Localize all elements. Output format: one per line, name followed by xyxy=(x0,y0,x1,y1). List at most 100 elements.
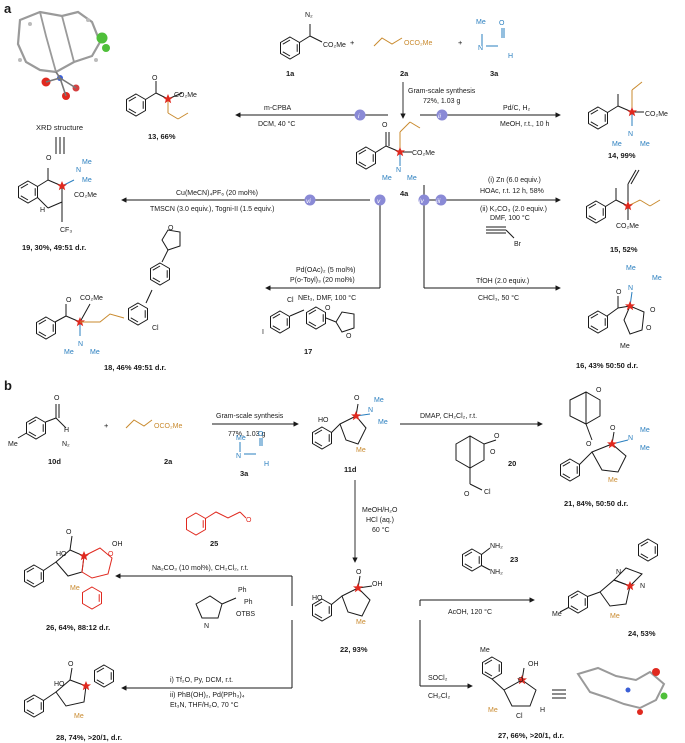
atom-cl-20: Cl xyxy=(484,489,491,496)
atom-o-13: O xyxy=(152,75,158,82)
atom-n-19: N xyxy=(76,167,81,174)
compound-15-label: 15, 52% xyxy=(610,245,638,254)
atom-oh-27: OH xyxy=(528,661,539,668)
compound-25-label: 25 xyxy=(210,539,218,548)
hydrolysis-line1: MeOH/H₂O xyxy=(362,507,398,514)
atom-o-16-carbonyl: O xyxy=(650,307,656,314)
catalyst-ph2: Ph xyxy=(244,599,253,606)
atom-me-18-2: Me xyxy=(90,349,100,356)
atom-me-24: Me xyxy=(552,611,562,618)
atom-o-20: O xyxy=(494,433,500,440)
atom-oh-22: OH xyxy=(372,581,383,588)
atom-o-18: O xyxy=(66,297,72,304)
atom-n-21: N xyxy=(628,435,633,442)
atom-me-4a-2: Me xyxy=(407,175,417,182)
atom-co2me-1a: CO₂Me xyxy=(323,42,346,49)
compound-23 xyxy=(462,547,491,572)
route-i-badge xyxy=(354,109,366,121)
route-v-badge xyxy=(374,194,386,206)
atom-o-16: O xyxy=(616,289,622,296)
compound-14 xyxy=(588,81,644,130)
compound-24-label: 24, 53% xyxy=(628,629,656,638)
atom-h-10d: H xyxy=(64,427,69,434)
atom-me-24-ring: Me xyxy=(610,613,620,620)
atom-me-27: Me xyxy=(480,647,490,654)
atom-n-3a: N xyxy=(478,45,483,52)
atom-n-3a-b: N xyxy=(236,453,241,460)
atom-me-4a: Me xyxy=(382,175,392,182)
compound-26 xyxy=(24,535,113,610)
atom-me-19: Me xyxy=(82,159,92,166)
compound-18 xyxy=(36,229,181,340)
atom-o-18-ether: O xyxy=(168,225,174,232)
compound-20 xyxy=(455,435,497,491)
atom-n-16: N xyxy=(628,285,633,292)
atom-oco2me-2a-b: OCO₂Me xyxy=(154,423,182,430)
atom-o-21: O xyxy=(596,387,602,394)
atom-o-4a: O xyxy=(382,122,388,129)
compound-11d-label: 11d xyxy=(344,465,357,474)
atom-oh-26: OH xyxy=(112,541,123,548)
compound-13 xyxy=(126,81,189,120)
route-ii-tag: ii xyxy=(438,113,441,120)
atom-n-14: N xyxy=(628,131,633,138)
route-iii-line2: HOAc, r.t. 12 h, 58% xyxy=(480,188,544,195)
compound-18-label: 18, 46% 49:51 d.r. xyxy=(104,363,166,372)
route-iii-line3: (ii) K₂CO₃ (2.0 equiv.) xyxy=(480,206,547,213)
atom-ho-22: HO xyxy=(312,595,323,602)
compound-23-label: 23 xyxy=(510,555,518,564)
compound-15 xyxy=(586,169,661,224)
route-i-tag: i xyxy=(358,113,360,120)
atom-me-14: Me xyxy=(612,141,622,148)
atom-me-3a: Me xyxy=(476,19,486,26)
compound-10d xyxy=(17,404,67,440)
catalyst-ph1: Ph xyxy=(238,587,247,594)
atom-o-26: O xyxy=(66,529,72,536)
xrd-structure-27-image xyxy=(576,666,668,715)
atom-n-11d: N xyxy=(368,407,373,414)
compound-28-label: 28, 74%, >20/1, d.r. xyxy=(56,733,122,742)
atom-h-3a: H xyxy=(508,53,513,60)
xrd-label: XRD structure xyxy=(36,123,83,132)
hydrolysis-line3: 60 °C xyxy=(372,526,390,534)
route-v-line1: Pd(OAc)₂ (5 mol%) xyxy=(296,267,356,274)
atom-o-21-carbonyl: O xyxy=(610,425,616,432)
atom-o-28: O xyxy=(68,661,74,668)
compound-4a xyxy=(356,121,421,170)
compound-3a-b xyxy=(239,438,263,455)
atom-me-26: Me xyxy=(70,585,80,592)
compound-3a-label: 3a xyxy=(490,69,499,78)
plus-sign: + xyxy=(350,38,355,47)
compound-27 xyxy=(482,656,537,707)
atom-oco2me-2a: OCO₂Me xyxy=(404,40,432,47)
atom-co2me-18: CO₂Me xyxy=(80,295,103,302)
compound-17 xyxy=(270,306,355,334)
compound-19 xyxy=(18,168,75,222)
compound-14-label: 14, 99% xyxy=(608,151,636,160)
route-vi-cond: TMSCN (3.0 equiv.), Togni-II (1.5 equiv.… xyxy=(150,206,275,213)
panel-a-label: a xyxy=(4,1,12,16)
route-ii-reagent: Pd/C, H₂ xyxy=(503,105,531,112)
atom-n-24: N xyxy=(616,569,621,576)
atom-i-17: I xyxy=(262,329,264,336)
atom-nh2-23: NH₂ xyxy=(490,543,503,550)
atom-n-4a: N xyxy=(396,167,401,174)
atom-o-3a: O xyxy=(499,20,505,27)
compound-21 xyxy=(560,391,629,482)
atom-o-22: O xyxy=(356,569,362,576)
atom-ho-11d: HO xyxy=(318,417,329,424)
atom-h-27: H xyxy=(540,707,545,714)
route-iv-reagent: TfOH (2.0 equiv.) xyxy=(476,278,529,285)
chlor-line2: CH₂Cl₂ xyxy=(428,693,450,700)
compound-2a-b-label: 2a xyxy=(164,457,173,466)
atom-me-11d-2: Me xyxy=(378,419,388,426)
route-i-cond: DCM, 40 °C xyxy=(258,120,295,128)
compound-11d xyxy=(312,403,371,450)
compound-3a-b-label: 3a xyxy=(240,469,249,478)
atom-me-21-ring: Me xyxy=(608,477,618,484)
suzuki-line1: i) Tf₂O, Py, DCM, r.t. xyxy=(170,677,233,684)
compound-2a-label: 2a xyxy=(400,69,409,78)
compound-2a-b xyxy=(125,419,153,429)
quinox-cond: AcOH, 120 °C xyxy=(448,608,492,616)
